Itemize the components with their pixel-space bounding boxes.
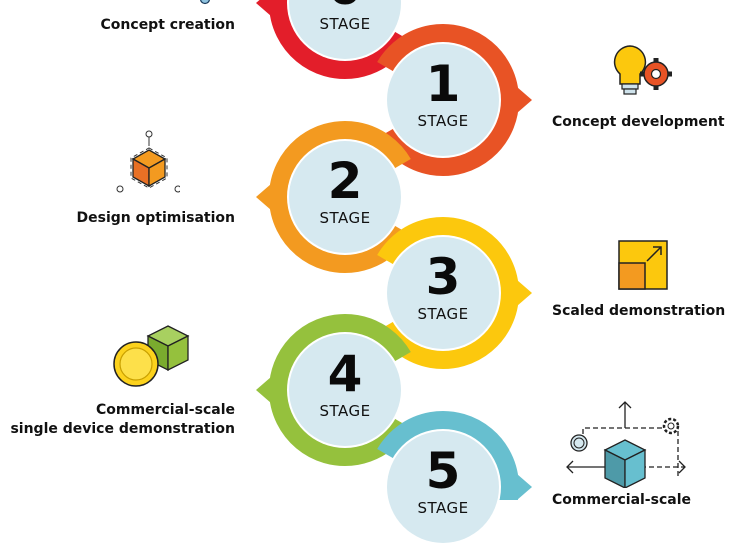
scale-up-icon	[618, 240, 668, 290]
stage-1-title: Concept development	[552, 114, 725, 130]
stage-0-title: Concept creation	[100, 17, 235, 33]
stage-number: 0	[289, 0, 401, 15]
stage-number: 2	[327, 152, 363, 210]
stage-number: 4	[327, 345, 363, 403]
stage-4-title-line2: single device demonstration	[10, 421, 235, 437]
stage-4-title: Commercial-scale single device demonstra…	[10, 401, 235, 439]
stage-number: 1	[425, 55, 461, 113]
stage-word: STAGE	[417, 112, 469, 130]
stage-3-arrow	[517, 280, 532, 306]
stage-4-ring	[269, 314, 411, 466]
stage-word: STAGE	[417, 305, 469, 323]
stage-0-arrow	[256, 0, 271, 16]
stage-2-title: Design optimisation	[76, 210, 235, 226]
stage-3-ring	[377, 217, 519, 369]
stage-word: STAGE	[417, 499, 469, 517]
coin-cube-icon	[113, 325, 190, 387]
stage-5-ring	[377, 411, 519, 500]
stage-5-arrow	[517, 474, 532, 500]
stage-rings	[256, 0, 532, 500]
stage-number: 5	[425, 442, 461, 500]
stage-3-title: Scaled demonstration	[552, 303, 726, 319]
stage-2-circle: 2 STAGE	[289, 141, 401, 253]
stage-number: 3	[425, 248, 461, 306]
lightbulb-gear-icon	[613, 45, 672, 95]
stage-0-ring	[269, 0, 411, 79]
stage-word: STAGE	[319, 209, 371, 227]
stage-5-circle: 5 STAGE	[387, 431, 499, 543]
cube-nodes-icon	[116, 130, 180, 193]
stage-word: STAGE	[319, 402, 371, 420]
stage-2-arrow	[256, 184, 271, 210]
stage-3-circle: 3 STAGE	[387, 237, 499, 349]
stage-2-ring	[269, 121, 411, 273]
stage-4-arrow	[256, 377, 271, 403]
stage-word: STAGE	[319, 15, 371, 33]
lightbulb-icon	[200, 0, 210, 5]
stage-1-arrow	[517, 87, 532, 113]
stage-4-title-line1: Commercial-scale	[96, 402, 235, 418]
stage-5-title: Commercial-scale	[552, 492, 691, 508]
stage-4-circle: 4 STAGE	[289, 334, 401, 446]
stage-1-circle: 1 STAGE	[387, 44, 499, 156]
stage-1-ring	[377, 24, 519, 176]
cube-expand-icon	[566, 401, 686, 488]
